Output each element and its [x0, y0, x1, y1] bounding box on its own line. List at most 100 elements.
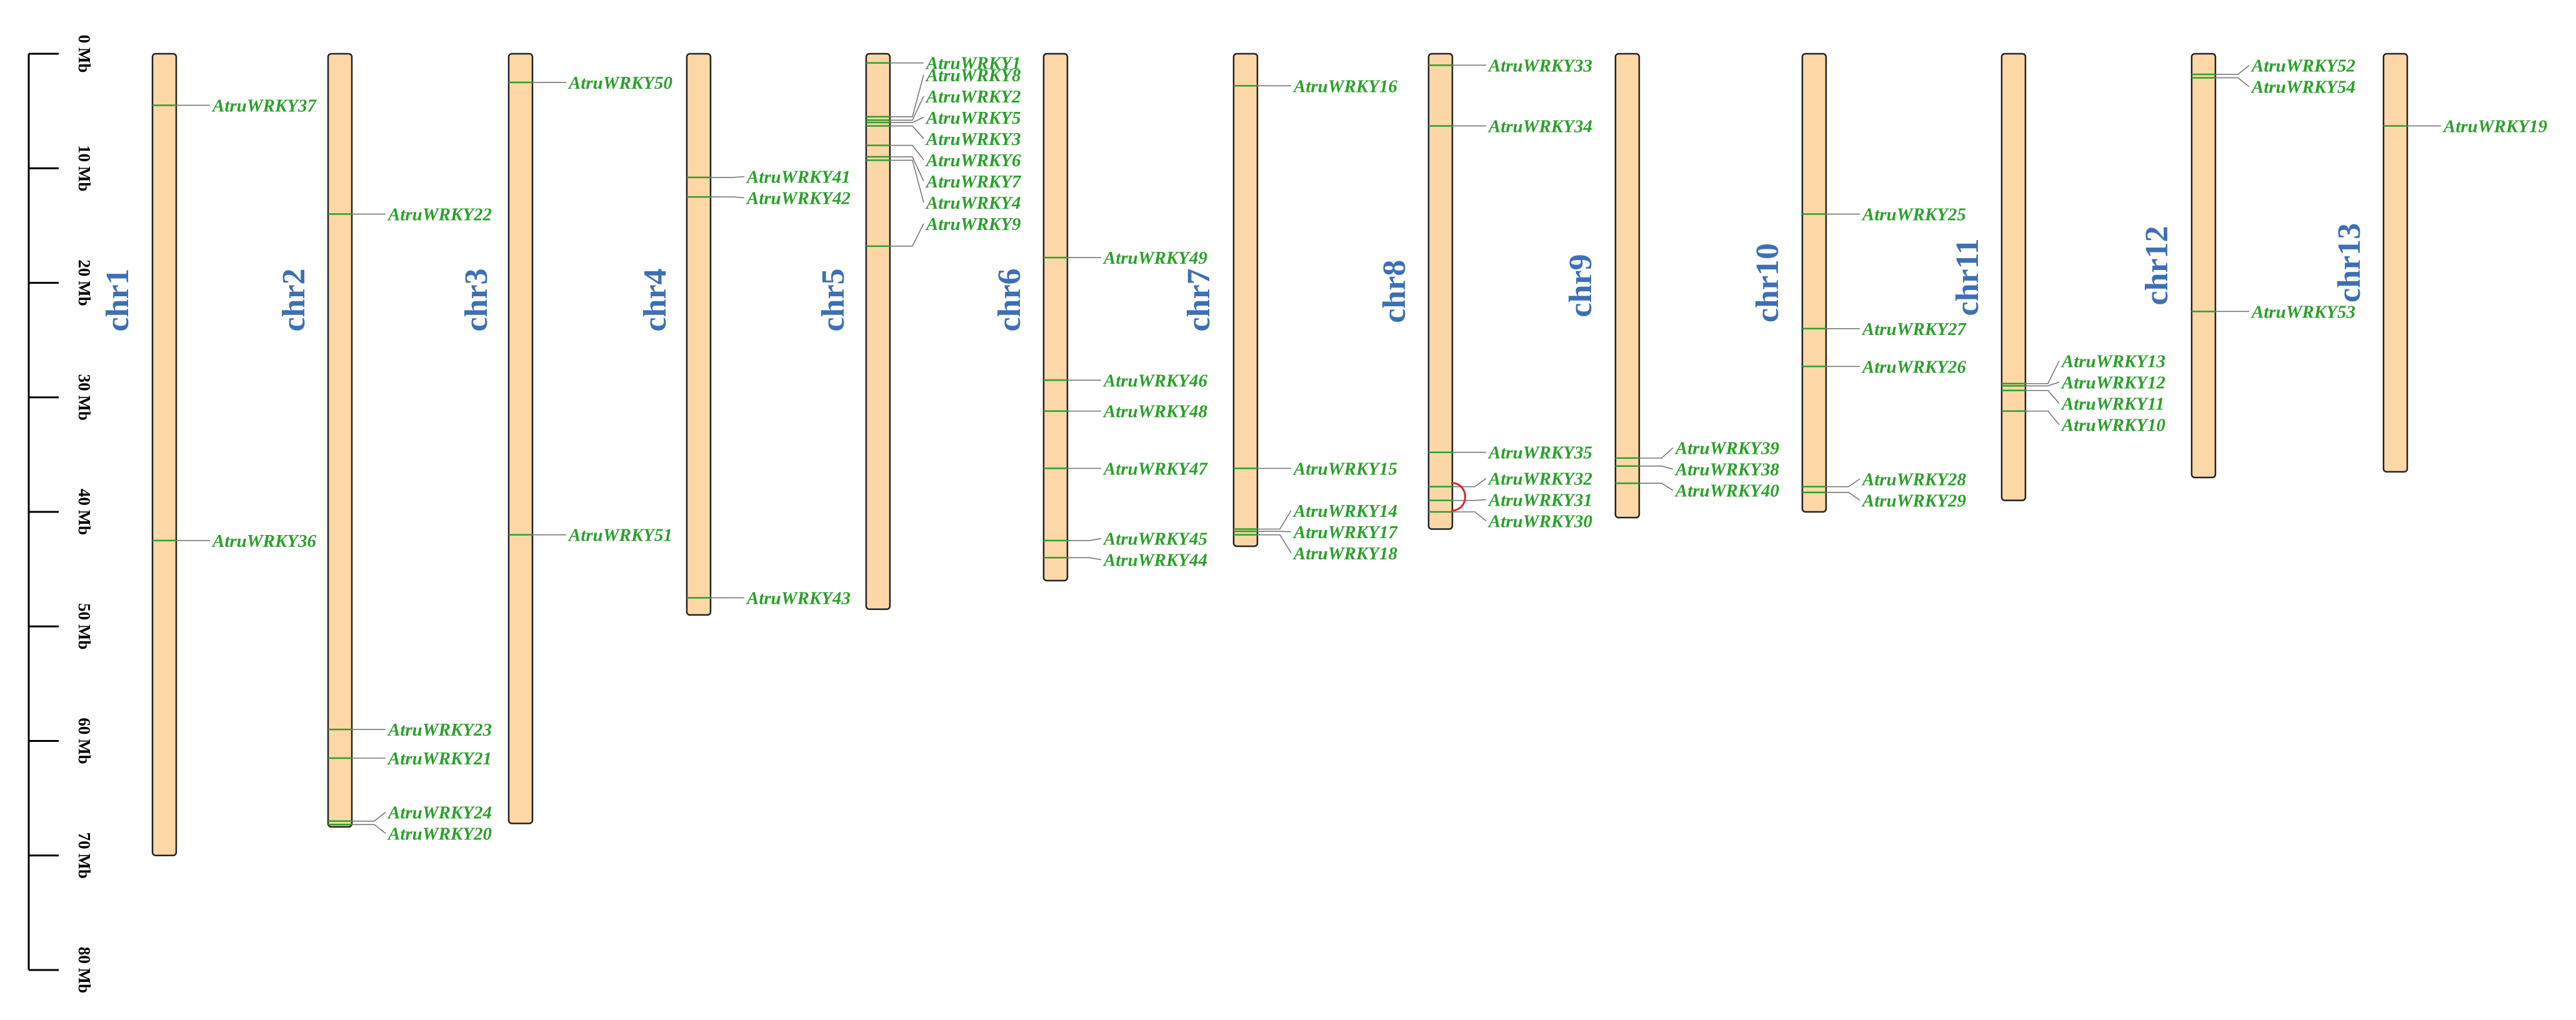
gene-label: AtruWRKY41 — [746, 167, 851, 187]
chromosome-label: chr11 — [1950, 238, 1985, 316]
scale-tick-label: 50 Mb — [75, 603, 94, 649]
gene-leader-line — [1257, 531, 1292, 532]
gene-label: AtruWRKY12 — [2060, 372, 2165, 392]
gene-leader-line — [2025, 361, 2060, 384]
gene-label: AtruWRKY20 — [387, 824, 492, 844]
gene-label: AtruWRKY24 — [387, 803, 492, 823]
gene-label: AtruWRKY16 — [1292, 76, 1397, 96]
gene-label: AtruWRKY3 — [925, 129, 1021, 149]
chromosome-chr7: chr7 AtruWRKY16AtruWRKY15AtruWRKY14AtruWR… — [1181, 52, 1398, 564]
gene-label: AtruWRKY18 — [1292, 544, 1397, 564]
gene-leader-line — [1067, 557, 1102, 561]
chromosome-label: chr10 — [1750, 243, 1785, 322]
gene-leader-line — [2025, 381, 2060, 387]
gene-label: AtruWRKY32 — [1487, 469, 1592, 489]
gene-label: AtruWRKY14 — [1292, 501, 1397, 521]
gene-leader-line — [2025, 389, 2060, 404]
gene-leader-line — [1257, 510, 1292, 530]
scale-tick-label: 10 Mb — [75, 145, 94, 191]
gene-leader-line — [711, 196, 745, 199]
chromosome-bar — [1042, 52, 1069, 582]
chromosome-bar — [1614, 52, 1640, 519]
gene-label: AtruWRKY34 — [1487, 116, 1592, 136]
chromosome-bar — [507, 52, 534, 824]
gene-label: AtruWRKY35 — [1487, 443, 1592, 463]
gene-label: AtruWRKY11 — [2060, 394, 2164, 414]
gene-label: AtruWRKY33 — [1487, 56, 1592, 76]
gene-label: AtruWRKY29 — [1861, 491, 1966, 511]
gene-leader-line — [1452, 499, 1487, 501]
gene-label: AtruWRKY47 — [1102, 459, 1208, 479]
chromosome-bar — [1232, 52, 1259, 548]
gene-leader-line — [711, 176, 745, 178]
chromosome-bar — [2000, 52, 2027, 501]
gene-label: AtruWRKY38 — [1674, 460, 1779, 480]
chromosome-label: chr2 — [276, 268, 312, 331]
gene-label: AtruWRKY49 — [1102, 248, 1207, 268]
chromosome-chr10: chr10AtruWRKY25AtruWRKY27AtruWRKY26AtruW… — [1750, 52, 1967, 513]
gene-leader-line — [890, 74, 924, 118]
chromosome-label: chr3 — [459, 268, 494, 331]
gene-label: AtruWRKY48 — [1102, 402, 1207, 422]
gene-leader-line — [890, 96, 924, 121]
gene-leader-line — [890, 117, 924, 123]
chromosome-bar — [1427, 52, 1454, 530]
chromosome-label: chr7 — [1181, 268, 1217, 331]
gene-label: AtruWRKY53 — [2250, 302, 2355, 322]
chromosome-chr8: chr8 AtruWRKY33AtruWRKY34AtruWRKY35AtruWR… — [1377, 52, 1592, 531]
gene-label: AtruWRKY8 — [925, 66, 1021, 86]
gene-label: AtruWRKY19 — [2442, 116, 2547, 136]
gene-leader-line — [352, 811, 386, 822]
chromosome-chr2: chr2AtruWRKY22AtruWRKY23AtruWRKY21AtruWR… — [276, 52, 492, 844]
gene-leader-line — [1452, 478, 1487, 488]
gene-leader-line — [1639, 465, 1674, 470]
gene-label: AtruWRKY31 — [1487, 490, 1592, 510]
gene-label: AtruWRKY44 — [1102, 551, 1207, 571]
chromosomes: chr1AtruWRKY37AtruWRKY36chr2AtruWRKY22At… — [100, 52, 2547, 856]
gene-label: AtruWRKY42 — [746, 188, 851, 208]
gene-label: AtruWRKY7 — [925, 172, 1022, 192]
gene-leader-line — [890, 144, 924, 161]
gene-label: AtruWRKY37 — [211, 96, 317, 116]
chromosome-chr5: chr5AtruWRKY1AtruWRKY8AtruWRKY2AtruWRKY5… — [816, 52, 1022, 611]
gene-leader-line — [1639, 482, 1674, 491]
gene-leader-line — [890, 125, 924, 139]
gene-label: AtruWRKY27 — [1861, 319, 1967, 339]
chromosome-label: chr1 — [100, 268, 136, 331]
gene-label: AtruWRKY9 — [925, 214, 1021, 234]
gene-label: AtruWRKY40 — [1674, 481, 1779, 501]
chromosome-chr11: chr11AtruWRKY13AtruWRKY12AtruWRKY11AtruW… — [1950, 52, 2165, 501]
chromosome-label: chr6 — [992, 268, 1027, 331]
gene-label: AtruWRKY28 — [1861, 469, 1966, 489]
gene-label: AtruWRKY21 — [387, 749, 492, 769]
gene-leader-line — [1452, 511, 1487, 522]
chromosome-label: chr13 — [2332, 223, 2367, 302]
chromosome-bar — [1801, 52, 1827, 513]
gene-label: AtruWRKY25 — [1861, 205, 1966, 225]
gene-label: AtruWRKY6 — [925, 151, 1021, 171]
chromosome-label: chr8 — [1377, 260, 1412, 323]
gene-leader-line — [890, 223, 924, 247]
chromosome-bar — [2382, 52, 2409, 473]
gene-leader-line — [1639, 447, 1674, 459]
gene-leader-line — [1826, 492, 1860, 501]
gene-label: AtruWRKY50 — [567, 73, 672, 93]
gene-label: AtruWRKY15 — [1292, 459, 1397, 479]
scale-tick-label: 80 Mb — [75, 947, 94, 993]
tandem-duplication-arc — [1450, 482, 1466, 512]
gene-leader-line — [1067, 538, 1102, 541]
gene-label: AtruWRKY10 — [2060, 415, 2165, 435]
scale-tick-label: 30 Mb — [75, 374, 94, 421]
scale-tick-label: 70 Mb — [75, 832, 94, 879]
gene-label: AtruWRKY4 — [925, 193, 1021, 213]
scale-tick-label: 0 Mb — [75, 35, 94, 73]
chromosome-label: chr9 — [1563, 254, 1599, 318]
gene-leader-line — [890, 156, 924, 182]
